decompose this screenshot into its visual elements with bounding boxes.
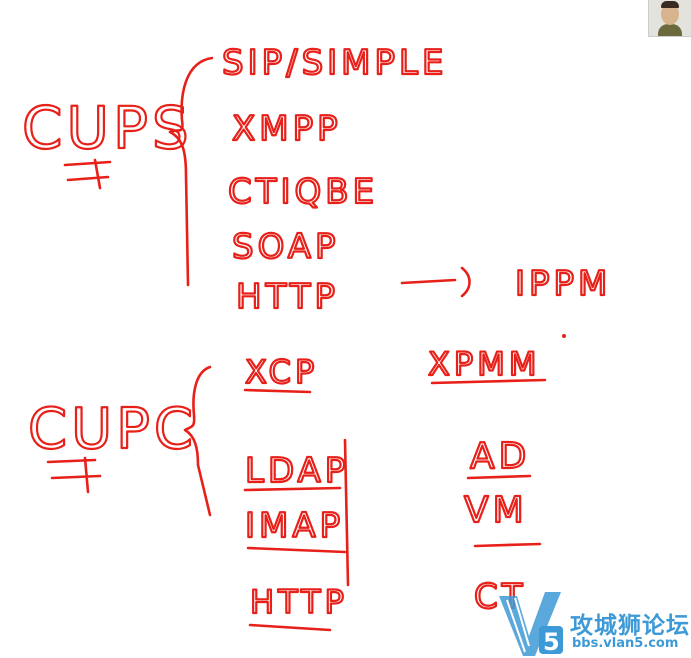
- cupc-underline: [46, 456, 102, 494]
- ad-underline: [466, 474, 532, 480]
- presenter-avatar: [648, 0, 691, 37]
- cups-protocol: SIP/SIMPLE: [222, 43, 447, 83]
- cupc-right-item: XPMM: [428, 345, 540, 383]
- vertical-divider: [343, 438, 350, 587]
- cups-underline: [63, 158, 112, 190]
- cups-protocol: XMPP: [232, 109, 342, 149]
- cupc-right-item: AD: [470, 436, 530, 477]
- cupc-right-item: VM: [464, 490, 528, 531]
- watermark-name: 攻城狮论坛: [570, 613, 690, 639]
- imap-underline: [246, 546, 347, 554]
- xpmm-underline: [430, 378, 547, 385]
- svg-text:5: 5: [543, 628, 560, 656]
- cupc-left-item: HTTP: [250, 583, 348, 621]
- cups-protocol: HTTP: [236, 277, 339, 317]
- cupc-brace: [183, 365, 212, 517]
- ldap-underline: [243, 486, 342, 492]
- cups-title: CUPS: [22, 94, 193, 162]
- ippm-label: IPPM: [515, 264, 611, 304]
- v5-logo-icon: 5: [499, 592, 563, 656]
- vm-underline: [473, 542, 542, 548]
- cupc-left-item: XCP: [245, 353, 318, 391]
- watermark: 5 攻城狮论坛 bbs.vlan5.com: [495, 588, 691, 658]
- cupc-left-item: LDAP: [245, 451, 349, 491]
- cups-protocol: SOAP: [232, 227, 340, 267]
- cupc-title: CUPC: [28, 397, 197, 462]
- xcp-underline: [243, 388, 312, 394]
- cups-protocol: CTIQBE: [228, 172, 378, 212]
- ink-dot: [562, 334, 566, 338]
- cupc-left-item: IMAP: [245, 506, 344, 546]
- http-underline: [248, 623, 332, 632]
- watermark-url: bbs.vlan5.com: [572, 636, 679, 651]
- arrow-icon: [400, 266, 471, 298]
- cups-brace: [168, 56, 214, 287]
